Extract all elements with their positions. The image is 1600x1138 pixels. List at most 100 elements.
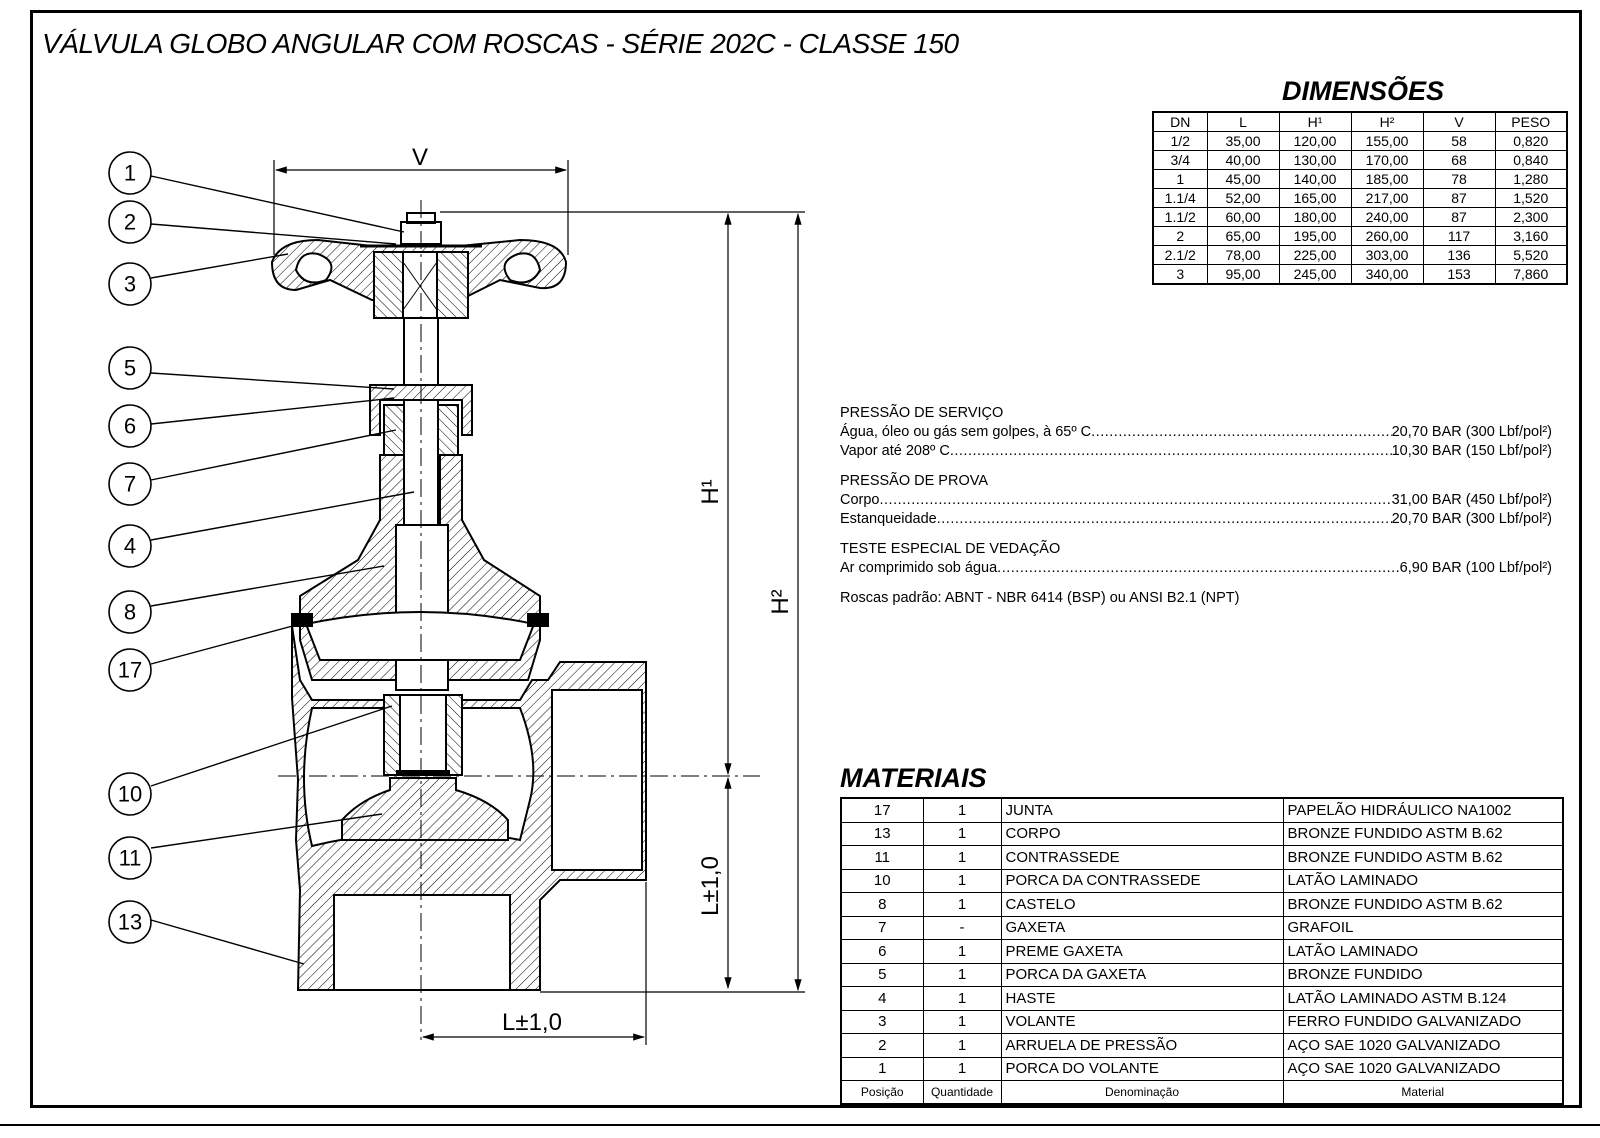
dim-h2-label: H² — [767, 589, 794, 614]
leader-dots — [880, 491, 1392, 510]
spec-label: Vapor até 208º C — [840, 443, 950, 459]
dim-cell: 68 — [1422, 150, 1496, 170]
dim-cell: 87 — [1422, 207, 1496, 227]
spec-row: Estanqueidade 20,70 BAR (300 Lbf/pol²) — [840, 510, 1552, 529]
balloon-10: 10 — [108, 772, 152, 816]
spec-value: 20,70 BAR (300 Lbf/pol²) — [1391, 424, 1552, 440]
position-cell: 13 — [840, 821, 924, 846]
spec-value: 20,70 BAR (300 Lbf/pol²) — [1391, 511, 1552, 527]
dimension-lines — [273, 160, 805, 1045]
balloon-2: 2 — [108, 200, 152, 244]
leader-lines — [150, 175, 415, 965]
spec-value: 31,00 BAR (450 Lbf/pol²) — [1391, 492, 1552, 508]
balloon-4: 4 — [108, 524, 152, 568]
drawing-frame — [30, 10, 1582, 1108]
svg-text:11: 11 — [119, 846, 142, 871]
balloon-17: 17 — [108, 648, 152, 692]
dim-cell: 260,00 — [1350, 226, 1424, 246]
quantity-cell: 1 — [922, 962, 1002, 987]
dim-header-cell: H² — [1350, 111, 1424, 132]
dim-cell: 87 — [1422, 188, 1496, 208]
dim-cell: 58 — [1422, 131, 1496, 151]
dim-cell: 45,00 — [1206, 169, 1280, 189]
dim-cell: 35,00 — [1206, 131, 1280, 151]
leader-dots — [950, 442, 1392, 461]
dim-cell: 0,840 — [1494, 150, 1568, 170]
service-pressure-group: PRESSÃO DE SERVIÇO Água, óleo ou gás sem… — [840, 404, 1552, 461]
position-cell: 10 — [840, 868, 924, 893]
dim-cell: 245,00 — [1278, 264, 1352, 285]
dim-header-cell: H¹ — [1278, 111, 1352, 132]
dimensions-heading: DIMENSÕES — [1282, 76, 1445, 106]
dim-cell: 2,300 — [1494, 207, 1568, 227]
dim-cell: 78 — [1422, 169, 1496, 189]
dim-header-cell: L — [1206, 111, 1280, 132]
spec-label: Ar comprimido sob água — [840, 560, 998, 576]
position-cell: 17 — [840, 797, 924, 823]
position-cell: 8 — [840, 892, 924, 917]
dim-cell: 170,00 — [1350, 150, 1424, 170]
dim-cell: 195,00 — [1278, 226, 1352, 246]
quantity-cell: - — [922, 915, 1002, 940]
svg-text:2: 2 — [124, 210, 136, 235]
denomination-cell: JUNTA — [1000, 797, 1284, 823]
dim-cell: 2 — [1152, 226, 1208, 246]
dimensions-header-row: DN L H¹ H² V PESO — [1152, 111, 1568, 132]
dim-cell: 0,820 — [1494, 131, 1568, 151]
spec-value: 10,30 BAR (150 Lbf/pol²) — [1391, 443, 1552, 459]
material-cell: AÇO SAE 1020 GALVANIZADO — [1282, 1056, 1564, 1081]
dim-cell: 155,00 — [1350, 131, 1424, 151]
valve-body-group — [270, 200, 760, 1040]
dim-cell: 3/4 — [1152, 150, 1208, 170]
position-cell: 11 — [840, 845, 924, 870]
svg-text:8: 8 — [124, 600, 136, 625]
quantity-cell: 1 — [922, 845, 1002, 870]
balloon-7: 7 — [108, 462, 152, 506]
dim-cell: 2.1/2 — [1152, 245, 1208, 265]
spec-label: Corpo — [840, 492, 880, 508]
service-pressure-heading: PRESSÃO DE SERVIÇO — [840, 405, 1004, 421]
dim-cell: 165,00 — [1278, 188, 1352, 208]
material-cell: FERRO FUNDIDO GALVANIZADO — [1282, 1009, 1564, 1034]
spec-value: 6,90 BAR (100 Lbf/pol²) — [1399, 560, 1552, 576]
denomination-cell: PORCA DO VOLANTE — [1000, 1056, 1284, 1081]
quantity-cell: 1 — [922, 868, 1002, 893]
dim-cell: 217,00 — [1350, 188, 1424, 208]
quantity-cell: 1 — [922, 821, 1002, 846]
svg-text:1: 1 — [124, 161, 136, 186]
denomination-cell: HASTE — [1000, 986, 1284, 1011]
dim-cell: 60,00 — [1206, 207, 1280, 227]
thread-standard-note: Roscas padrão: ABNT - NBR 6414 (BSP) ou … — [840, 590, 1240, 606]
page-title: VÁLVULA GLOBO ANGULAR COM ROSCAS - SÉRIE… — [42, 28, 959, 59]
dim-cell: 40,00 — [1206, 150, 1280, 170]
material-cell: LATÃO LAMINADO — [1282, 939, 1564, 964]
quantity-cell: 1 — [922, 892, 1002, 917]
balloon-13: 13 — [108, 900, 152, 944]
svg-text:10: 10 — [118, 782, 142, 807]
quantity-cell: 1 — [922, 797, 1002, 823]
denomination-cell: CORPO — [1000, 821, 1284, 846]
denomination-cell: CONTRASSEDE — [1000, 845, 1284, 870]
position-cell: 5 — [840, 962, 924, 987]
material-cell: BRONZE FUNDIDO ASTM B.62 — [1282, 821, 1564, 846]
dim-cell: 130,00 — [1278, 150, 1352, 170]
position-cell: 4 — [840, 986, 924, 1011]
pressure-specs: PRESSÃO DE SERVIÇO Água, óleo ou gás sem… — [840, 404, 1552, 608]
quantity-cell: 1 — [922, 1033, 1002, 1058]
quantity-cell: 1 — [922, 1009, 1002, 1034]
